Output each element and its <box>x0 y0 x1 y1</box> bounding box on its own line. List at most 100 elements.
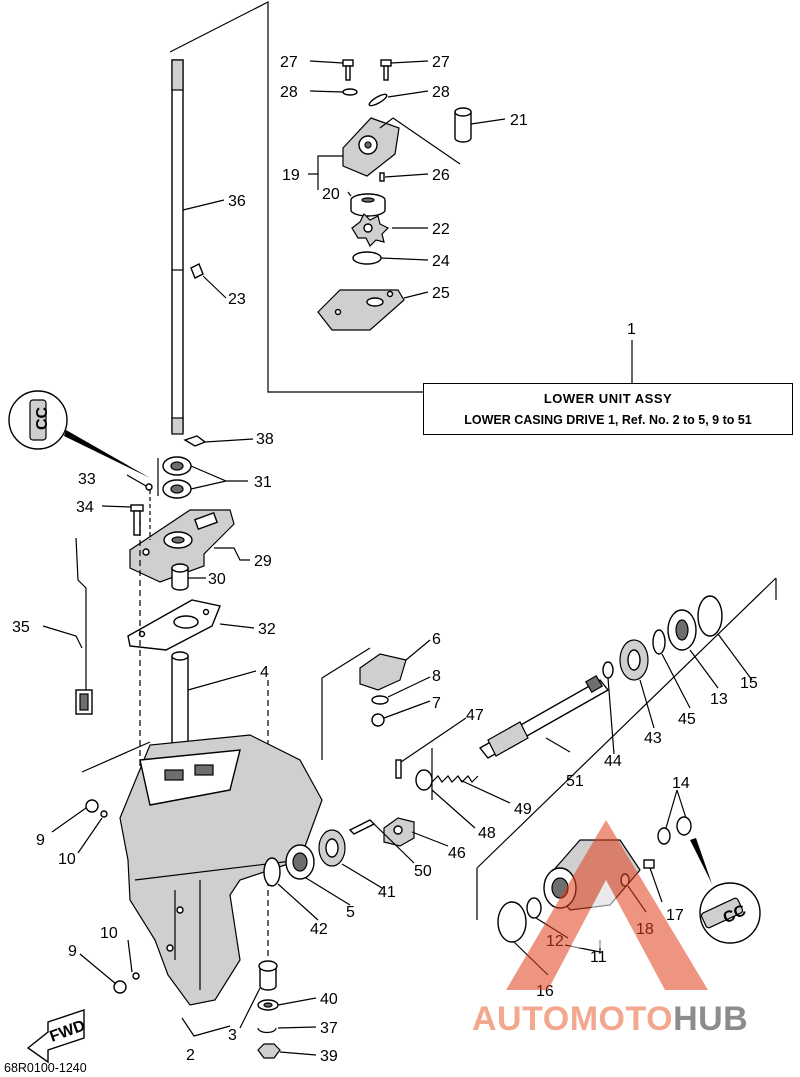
bearing-5 <box>285 844 315 880</box>
water-tube-4 <box>171 651 189 757</box>
washer-38 <box>183 435 207 447</box>
forward-gear-41 <box>318 829 346 867</box>
callout-38: 38 <box>256 431 274 448</box>
outer-plate-25 <box>317 289 405 331</box>
cc-grease-symbol-left: CC <box>8 390 150 478</box>
callout-35: 35 <box>12 619 30 636</box>
lower-unit-assy-box: LOWER UNIT ASSY LOWER CASING DRIVE 1, Re… <box>423 383 793 435</box>
callout-33: 33 <box>78 471 96 488</box>
propeller-shaft-51 <box>478 674 610 759</box>
washer-8 <box>371 695 389 705</box>
callout-5: 5 <box>346 904 355 921</box>
bearing-12 <box>526 897 542 919</box>
watermark-text-secondary: HUB <box>673 1000 749 1038</box>
callout-6: 6 <box>432 631 441 648</box>
fwd-arrow: FWD <box>26 1009 88 1064</box>
gasket-24 <box>352 251 382 265</box>
shim-42 <box>263 857 281 887</box>
callout-48: 48 <box>478 825 496 842</box>
callout-28: 28 <box>432 84 450 101</box>
gasket-32 <box>127 599 221 651</box>
callout-50: 50 <box>414 863 432 880</box>
bracket-2-leader <box>181 1017 231 1037</box>
clip-23 <box>190 263 204 279</box>
pin-47 <box>395 759 402 779</box>
callout-7: 7 <box>432 695 441 712</box>
pump-leaders <box>182 60 633 383</box>
callout-39: 39 <box>320 1048 338 1065</box>
callout-44: 44 <box>604 753 622 770</box>
callout-3: 3 <box>228 1027 237 1044</box>
seals-14 <box>657 816 692 845</box>
shim-45 <box>652 629 666 655</box>
spring-49 <box>431 775 479 783</box>
callout-51: 51 <box>566 773 584 790</box>
watermark-logo-text: AUTOMOTOHUB <box>472 1000 748 1039</box>
callout-30: 30 <box>208 571 226 588</box>
upper-casing-29 <box>129 509 235 583</box>
washer-28-left <box>342 88 358 96</box>
pin-33 <box>145 483 153 491</box>
callout-28: 28 <box>280 84 298 101</box>
callout-36: 36 <box>228 193 246 210</box>
callout-13: 13 <box>710 691 728 708</box>
lower-casing-2 <box>119 734 323 1006</box>
callout-37: 37 <box>320 1020 338 1037</box>
shift-cam-6 <box>359 653 407 691</box>
callout-15: 15 <box>740 675 758 692</box>
screw-7 <box>371 713 385 727</box>
reverse-gear-43 <box>619 639 649 681</box>
pin-50 <box>348 819 376 835</box>
callout-40: 40 <box>320 991 338 1008</box>
callout-49: 49 <box>514 801 532 818</box>
assy-description: LOWER CASING DRIVE 1, Ref. No. 2 to 5, 9… <box>464 413 752 427</box>
washer-44 <box>602 661 614 679</box>
callout-1: 1 <box>627 321 636 338</box>
callout-45: 45 <box>678 711 696 728</box>
washer-28-right <box>368 93 388 107</box>
drain-bolt-9-lower <box>113 972 140 994</box>
pin-26 <box>379 172 385 182</box>
callout-41: 41 <box>378 884 396 901</box>
shift-rod-35 <box>75 537 93 715</box>
casing-bracket-top <box>321 647 371 679</box>
callout-32: 32 <box>258 621 276 638</box>
cc-grease-symbol-right: CC <box>690 838 761 944</box>
bolt-27-left <box>342 59 354 81</box>
callout-11: 11 <box>590 949 607 966</box>
callout-31: 31 <box>254 474 272 491</box>
callout-19: 19 <box>282 167 300 184</box>
callout-22: 22 <box>432 221 450 238</box>
callout-21: 21 <box>510 112 528 129</box>
diagram-code: 68R0100-1240 <box>4 1061 87 1075</box>
pump-housing-19 <box>342 117 400 177</box>
watermark-triangle-logo <box>506 820 708 990</box>
oring-16 <box>497 901 527 943</box>
sleeve-30 <box>171 563 189 591</box>
callout-26: 26 <box>432 167 450 184</box>
callout-20: 20 <box>322 186 340 203</box>
callout-27: 27 <box>280 54 298 71</box>
bushing-3 <box>258 960 278 991</box>
callout-42: 42 <box>310 921 328 938</box>
washer-40 <box>257 999 279 1011</box>
cartridge-20 <box>350 193 386 217</box>
bearing-13 <box>667 609 697 651</box>
plunger-48 <box>415 769 433 791</box>
callout-24: 24 <box>432 253 450 270</box>
assy-title: LOWER UNIT ASSY <box>543 391 673 406</box>
bearings-31 <box>157 456 192 499</box>
callout-9: 9 <box>36 832 45 849</box>
water-pump-group-bracket <box>169 1 430 393</box>
callout-4: 4 <box>260 664 269 681</box>
drive-shaft <box>171 59 184 435</box>
callout-43: 43 <box>644 730 662 747</box>
callout-47: 47 <box>466 707 484 724</box>
bolt-27-right <box>380 59 392 81</box>
bolt-17 <box>643 859 655 869</box>
clutch-46 <box>383 817 415 847</box>
callout-29: 29 <box>254 553 272 570</box>
callout-9: 9 <box>68 943 77 960</box>
